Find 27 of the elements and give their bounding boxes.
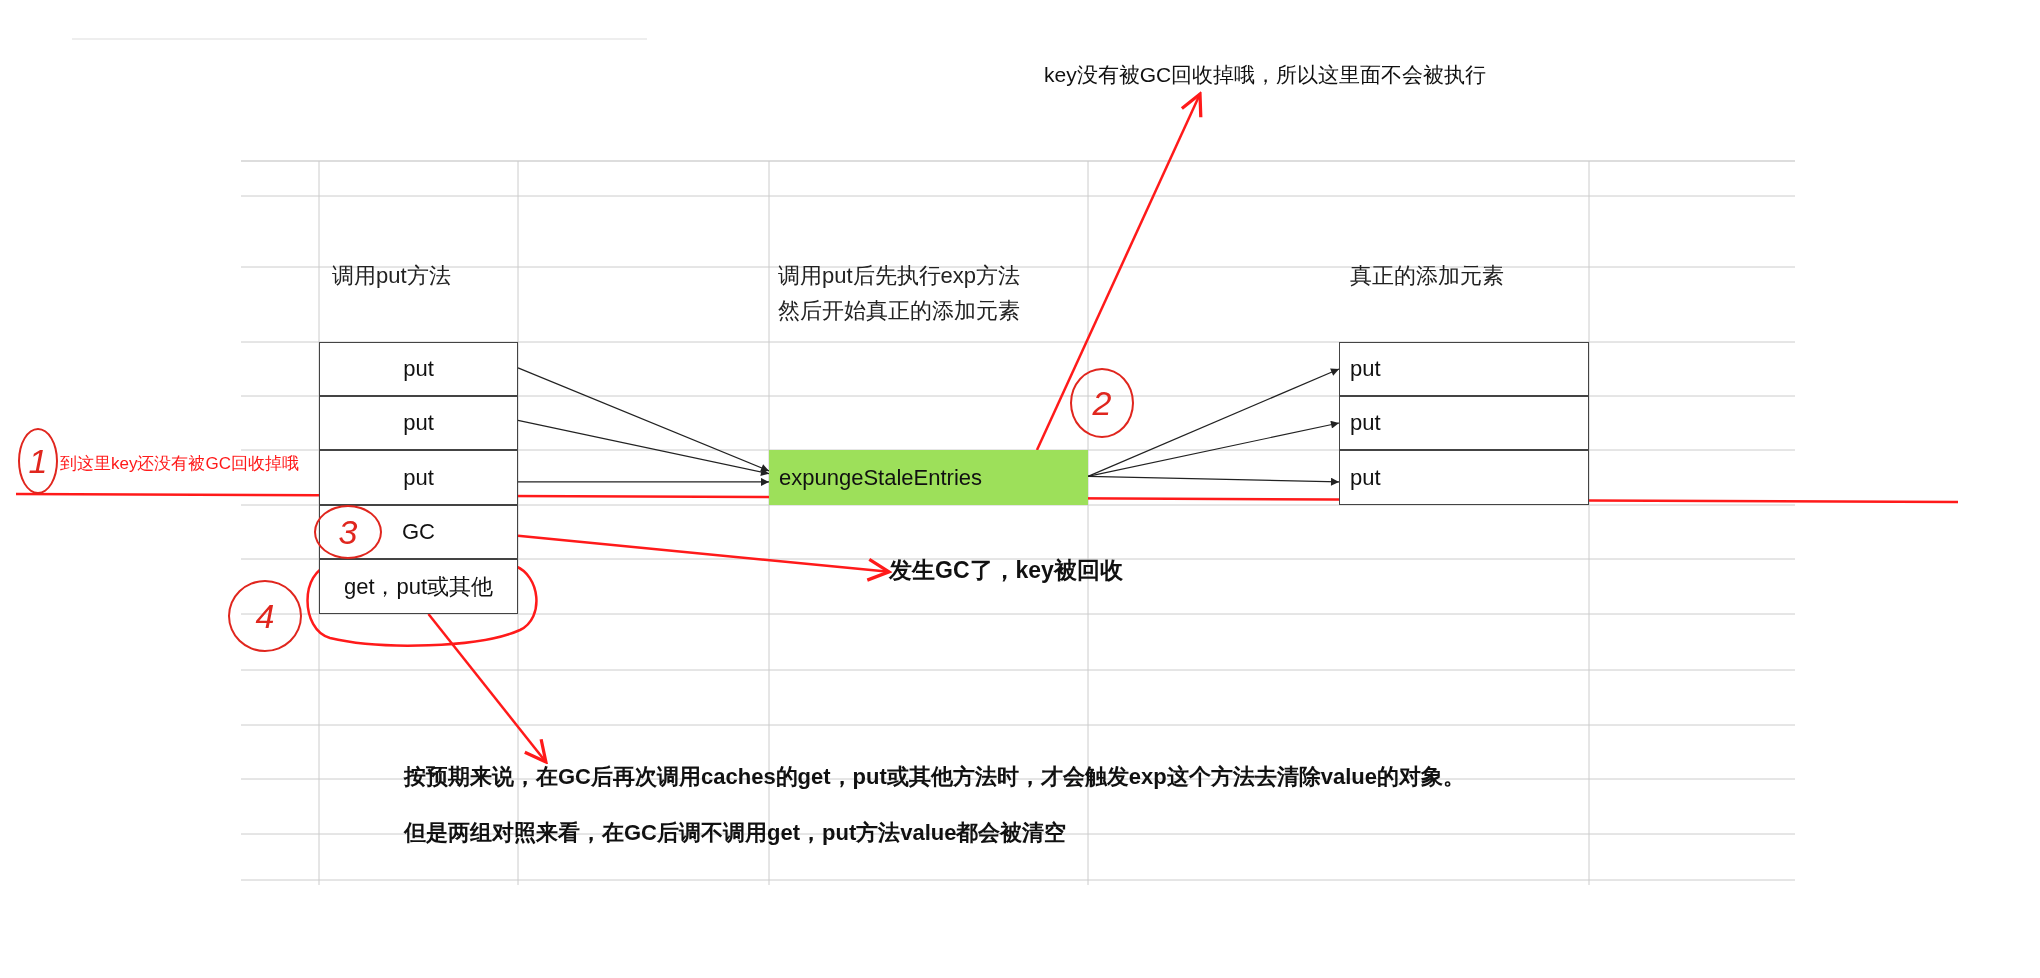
table-cell-box: put <box>1339 450 1589 505</box>
circled-number: 4 <box>228 580 302 652</box>
table-cell-box: put <box>1339 342 1589 396</box>
column-heading: 调用put后先执行exp方法然后开始真正的添加元素 <box>778 262 1022 326</box>
column-heading: 真正的添加元素 <box>1350 262 1505 290</box>
arrow <box>1087 475 1340 486</box>
arrow <box>517 367 770 472</box>
circled-number: 2 <box>1070 368 1134 438</box>
table-cell-box: put <box>319 396 518 450</box>
column-heading: 调用put方法 <box>332 262 452 290</box>
table-cell-box: put <box>319 450 518 505</box>
annotation-text: 按预期来说，在GC后再次调用caches的get，put或其他方法时，才会触发exp这个方法去清除value的对象。 <box>404 763 1465 791</box>
table-cell-box: put <box>319 342 518 396</box>
arrow <box>427 613 548 764</box>
circled-number: 3 <box>314 505 382 559</box>
highlighted-box: expungeStaleEntries <box>769 450 1088 505</box>
table-cell-box: get，put或其他 <box>319 559 518 614</box>
arrow <box>517 534 891 582</box>
circled-number: 1 <box>18 428 58 494</box>
annotation-text: key没有被GC回收掉哦，所以这里面不会被执行 <box>1044 56 1564 94</box>
annotation-text: 到这里key还没有被GC回收掉哦 <box>60 454 300 475</box>
arrow <box>1035 92 1203 451</box>
arrow <box>517 477 770 486</box>
annotation-text: 发生GC了，key被回收 <box>889 552 1149 588</box>
annotation-text: 但是两组对照来看，在GC后调不调用get，put方法value都会被清空 <box>404 819 1067 847</box>
table-cell-box: put <box>1339 396 1589 450</box>
arrow <box>517 419 770 476</box>
